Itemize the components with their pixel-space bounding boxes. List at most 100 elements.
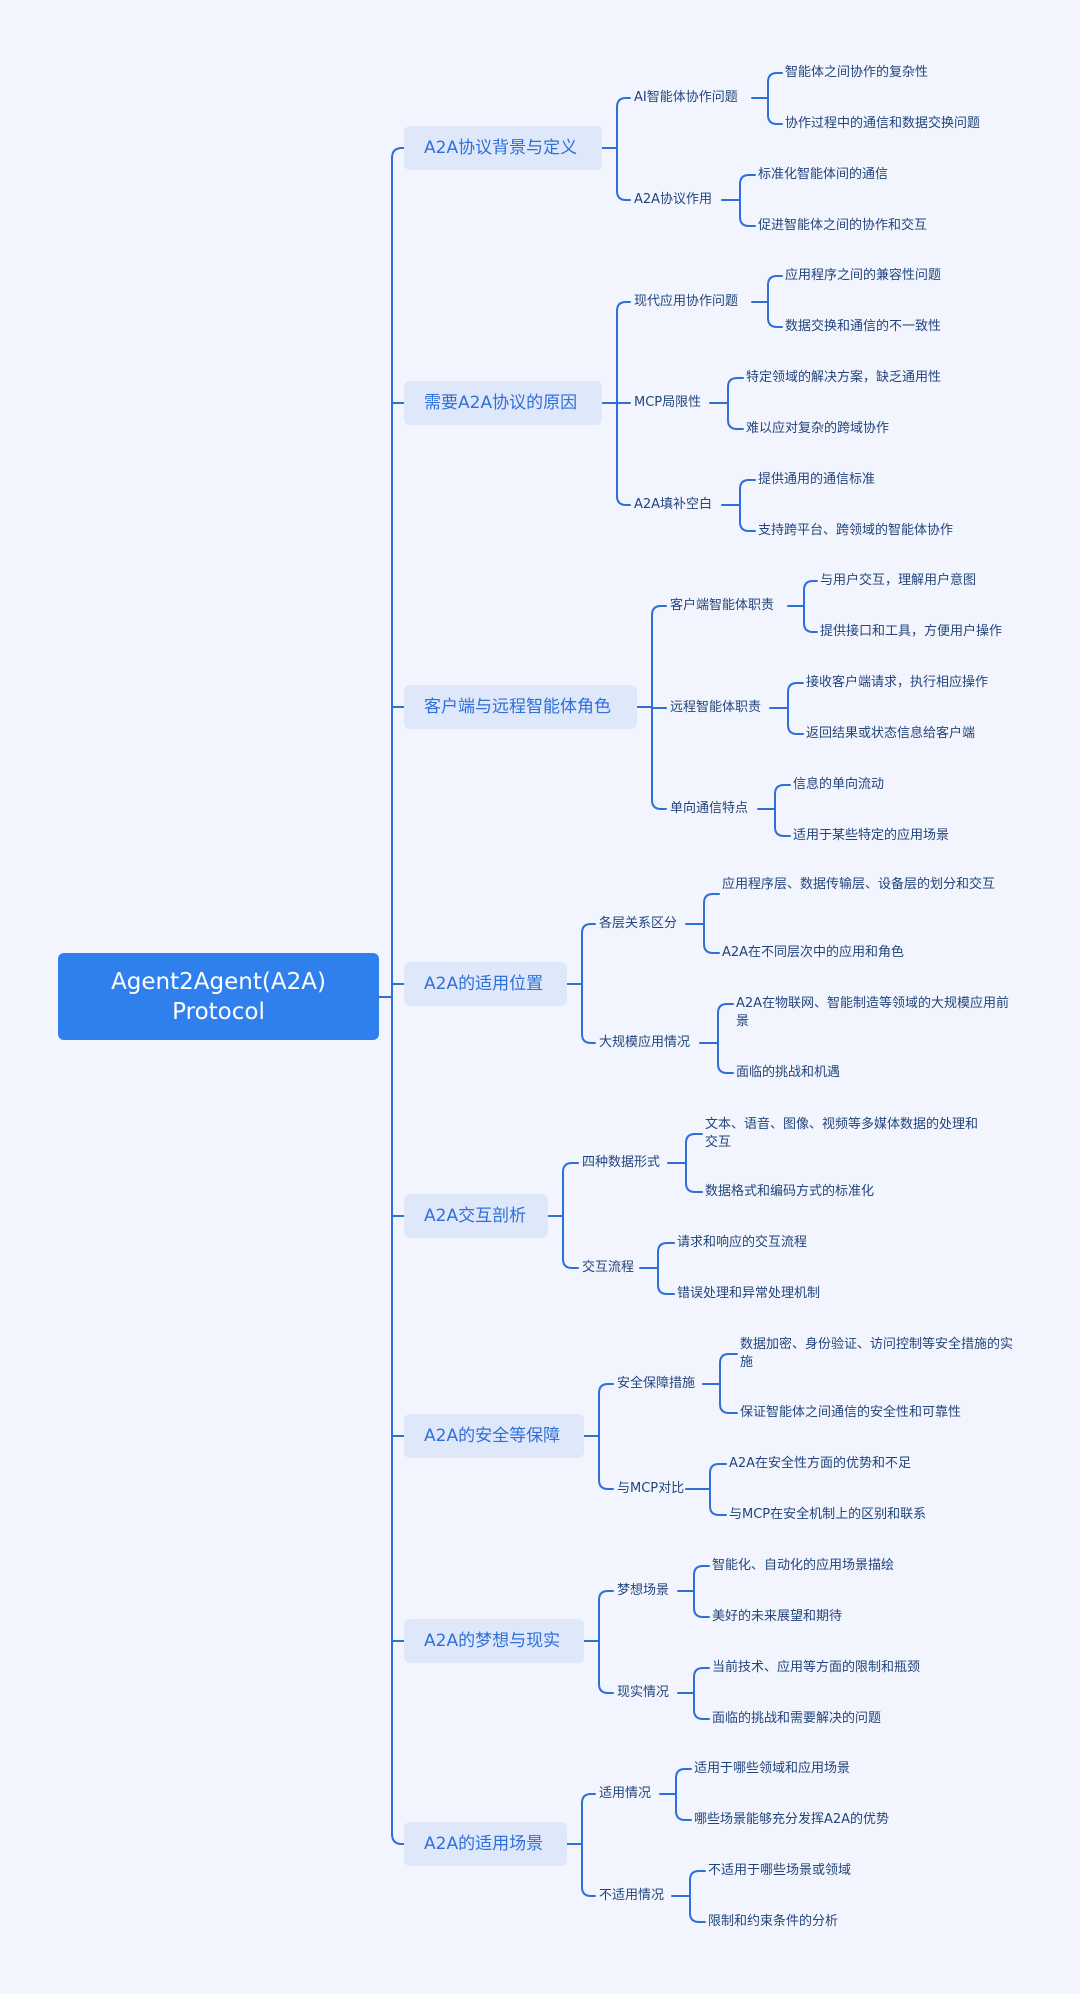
connector-line xyxy=(717,1063,734,1074)
connector-line xyxy=(685,1133,703,1144)
connector-line xyxy=(391,1833,405,1845)
connector-line xyxy=(693,1709,710,1720)
connector-line xyxy=(657,1242,675,1253)
connector-line xyxy=(616,301,631,312)
subtopic-node[interactable]: MCP局限性 xyxy=(634,395,702,410)
connector-line xyxy=(598,1479,614,1490)
connector-line xyxy=(703,893,720,904)
connector-line xyxy=(787,682,804,693)
connector-line xyxy=(719,1353,738,1364)
leaf-node[interactable]: 应用程序之间的兼容性问题 xyxy=(785,268,942,283)
connector-line xyxy=(709,1505,727,1516)
leaf-node[interactable]: 接收客户端请求，执行相应操作 xyxy=(806,675,989,690)
subtopic-node[interactable]: 单向通信特点 xyxy=(670,801,749,816)
leaf-node[interactable]: 与MCP在安全机制上的区别和联系 xyxy=(729,1507,927,1522)
leaf-node[interactable]: 保证智能体之间通信的安全性和可靠性 xyxy=(740,1405,962,1420)
leaf-node[interactable]: 协作过程中的通信和数据交换问题 xyxy=(785,116,981,131)
leaf-node[interactable]: 当前技术、应用等方面的限制和瓶颈 xyxy=(712,1660,921,1675)
leaf-node[interactable]: 美好的未来展望和期待 xyxy=(712,1609,843,1624)
topic-node[interactable]: A2A的安全等保障 xyxy=(404,1414,584,1458)
connector-line xyxy=(767,275,783,286)
connector-line xyxy=(616,190,631,201)
connector-line xyxy=(774,826,791,837)
leaf-node[interactable]: 提供通用的通信标准 xyxy=(758,472,876,487)
leaf-node[interactable]: A2A在物联网、智能制造等领域的大规模应用前景 xyxy=(736,996,1010,1029)
leaf-node[interactable]: 支持跨平台、跨领域的智能体协作 xyxy=(758,523,954,538)
leaf-node[interactable]: 不适用于哪些场景或领域 xyxy=(708,1863,852,1878)
root-node[interactable]: Agent2Agent(A2A) Protocol xyxy=(58,953,379,1040)
leaf-node[interactable]: 提供接口和工具，方便用户操作 xyxy=(820,624,1003,639)
connector-line xyxy=(803,622,818,633)
leaf-node[interactable]: 应用程序层、数据传输层、设备层的划分和交互 xyxy=(722,877,996,892)
subtopic-node[interactable]: 大规模应用情况 xyxy=(599,1035,691,1050)
connector-line xyxy=(581,1033,596,1044)
connector-line xyxy=(739,174,756,185)
topic-node[interactable]: 客户端与远程智能体角色 xyxy=(404,685,637,729)
subtopic-node[interactable]: 交互流程 xyxy=(582,1260,635,1275)
connector-line xyxy=(689,1870,706,1881)
connector-line xyxy=(581,1793,596,1804)
leaf-node[interactable]: 与用户交互，理解用户意图 xyxy=(820,573,977,588)
leaf-node[interactable]: 请求和响应的交互流程 xyxy=(677,1235,808,1250)
leaf-node[interactable]: A2A在安全性方面的优势和不足 xyxy=(729,1456,912,1471)
connector-line xyxy=(739,479,756,490)
connector-line xyxy=(562,1258,579,1269)
leaf-node[interactable]: 适用于哪些领域和应用场景 xyxy=(694,1761,851,1776)
connector-line xyxy=(703,943,720,954)
connector-line xyxy=(727,377,744,388)
leaf-node[interactable]: 标准化智能体间的通信 xyxy=(758,167,889,182)
subtopic-node[interactable]: AI智能体协作问题 xyxy=(634,90,738,105)
subtopic-node[interactable]: 远程智能体职责 xyxy=(670,700,762,715)
connector-line xyxy=(767,114,783,125)
leaf-node[interactable]: 促进智能体之间的协作和交互 xyxy=(758,218,928,233)
leaf-node[interactable]: 数据交换和通信的不一致性 xyxy=(785,319,942,334)
subtopic-node[interactable]: A2A填补空白 xyxy=(634,497,713,512)
leaf-node[interactable]: 文本、语音、图像、视频等多媒体数据的处理和交互 xyxy=(705,1117,979,1150)
leaf-node[interactable]: 数据加密、身份验证、访问控制等安全措施的实施 xyxy=(740,1337,1014,1370)
subtopic-node[interactable]: 安全保障措施 xyxy=(617,1376,696,1391)
leaf-node[interactable]: 特定领域的解决方案，缺乏通用性 xyxy=(746,370,942,385)
connector-line xyxy=(739,216,756,227)
connector-line xyxy=(717,1003,734,1014)
leaf-node[interactable]: A2A在不同层次中的应用和角色 xyxy=(722,945,905,960)
topic-node[interactable]: 需要A2A协议的原因 xyxy=(404,381,602,425)
leaf-node[interactable]: 数据格式和编码方式的标准化 xyxy=(705,1184,875,1199)
topic-node[interactable]: A2A的梦想与现实 xyxy=(404,1619,584,1663)
topic-node[interactable]: A2A协议背景与定义 xyxy=(404,126,602,170)
subtopic-node[interactable]: 各层关系区分 xyxy=(599,916,678,931)
connector-line xyxy=(581,923,596,934)
subtopic-node[interactable]: 不适用情况 xyxy=(599,1888,665,1903)
connector-line xyxy=(709,1463,727,1474)
connector-line xyxy=(689,1912,706,1923)
leaf-node[interactable]: 面临的挑战和需要解决的问题 xyxy=(712,1711,882,1726)
connector-line xyxy=(391,147,405,159)
subtopic-node[interactable]: A2A协议作用 xyxy=(634,192,713,207)
topic-node[interactable]: A2A交互剖析 xyxy=(404,1194,548,1238)
subtopic-node[interactable]: 与MCP对比 xyxy=(617,1481,685,1496)
subtopic-node[interactable]: 四种数据形式 xyxy=(582,1155,661,1170)
connector-line xyxy=(598,1683,614,1694)
subtopic-node[interactable]: 适用情况 xyxy=(599,1786,652,1801)
leaf-node[interactable]: 信息的单向流动 xyxy=(793,777,885,792)
leaf-node[interactable]: 适用于某些特定的应用场景 xyxy=(793,828,950,843)
connector-line xyxy=(598,1383,614,1394)
topic-node[interactable]: A2A的适用场景 xyxy=(404,1822,567,1866)
leaf-node[interactable]: 错误处理和异常处理机制 xyxy=(677,1286,821,1301)
subtopic-node[interactable]: 客户端智能体职责 xyxy=(670,598,775,613)
connector-line xyxy=(767,317,783,328)
connector-line xyxy=(727,419,744,430)
leaf-node[interactable]: 难以应对复杂的跨域协作 xyxy=(746,421,890,436)
connector-line xyxy=(616,495,631,506)
leaf-node[interactable]: 哪些场景能够充分发挥A2A的优势 xyxy=(694,1812,890,1827)
topic-node[interactable]: A2A的适用位置 xyxy=(404,962,567,1006)
leaf-node[interactable]: 智能化、自动化的应用场景描绘 xyxy=(712,1558,895,1573)
subtopic-node[interactable]: 现代应用协作问题 xyxy=(634,294,739,309)
connector-line xyxy=(803,580,818,591)
connector-line xyxy=(651,605,667,616)
leaf-node[interactable]: 智能体之间协作的复杂性 xyxy=(785,65,929,80)
leaf-node[interactable]: 限制和约束条件的分析 xyxy=(708,1914,839,1929)
leaf-node[interactable]: 返回结果或状态信息给客户端 xyxy=(806,726,976,741)
leaf-node[interactable]: 面临的挑战和机遇 xyxy=(736,1065,841,1080)
subtopic-node[interactable]: 梦想场景 xyxy=(617,1583,670,1598)
subtopic-node[interactable]: 现实情况 xyxy=(617,1685,670,1700)
